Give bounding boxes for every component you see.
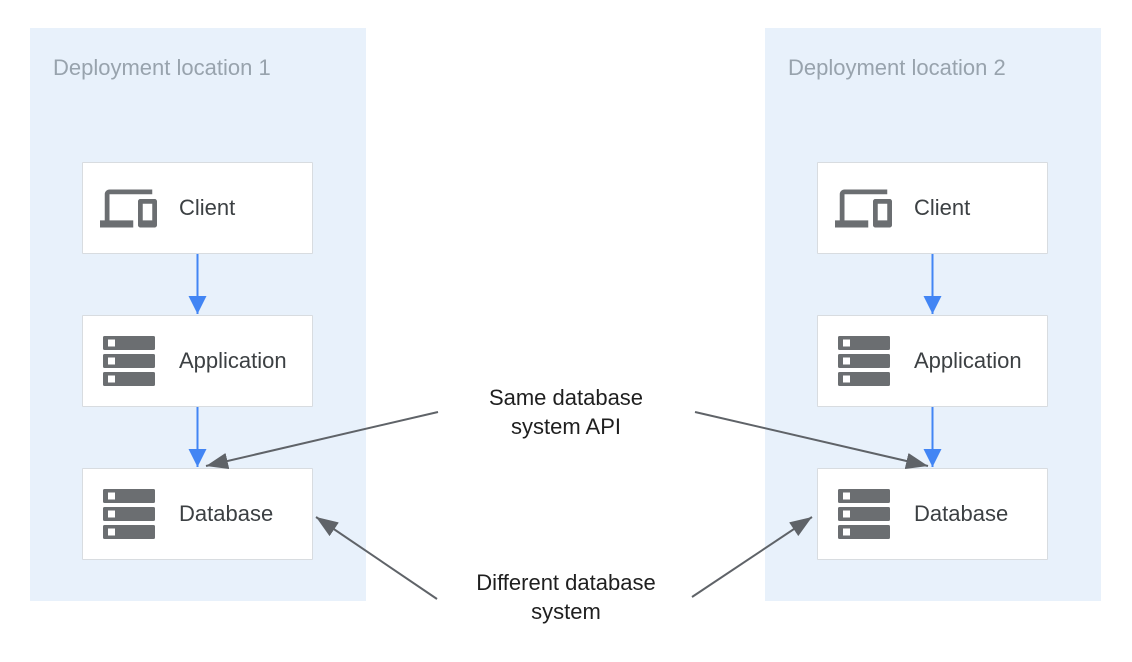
devices-icon <box>835 180 892 237</box>
client-node: Client <box>82 162 313 254</box>
server-stack-icon <box>835 336 892 386</box>
same-database-api-label: Same database system API <box>426 383 706 441</box>
application-node: Application <box>82 315 313 407</box>
application-node: Application <box>817 315 1048 407</box>
node-label: Client <box>914 195 971 220</box>
server-stack-icon <box>100 489 157 539</box>
panel-title: Deployment location 1 <box>53 55 271 80</box>
annotation-line: Different database <box>476 570 656 595</box>
database-node: Database <box>817 468 1048 560</box>
server-stack-icon <box>835 489 892 539</box>
node-label: Client <box>179 195 236 220</box>
server-stack-icon <box>100 336 157 386</box>
annotation-line: Same database <box>488 385 644 410</box>
node-label: Database <box>179 501 274 526</box>
devices-icon <box>100 180 157 237</box>
node-label: Application <box>914 348 1022 373</box>
annotation-line: system API <box>510 414 622 439</box>
deployment-location-2-panel: Deployment location 2 Client <box>765 28 1101 601</box>
database-node: Database <box>82 468 313 560</box>
deployment-location-1-panel: Deployment location 1 Client <box>30 28 366 601</box>
node-label: Application <box>179 348 287 373</box>
panel-title: Deployment location 2 <box>788 55 1006 80</box>
client-node: Client <box>817 162 1048 254</box>
node-label: Database <box>914 501 1009 526</box>
annotation-line: system <box>531 599 601 624</box>
different-database-system-label: Different database system <box>426 568 706 626</box>
